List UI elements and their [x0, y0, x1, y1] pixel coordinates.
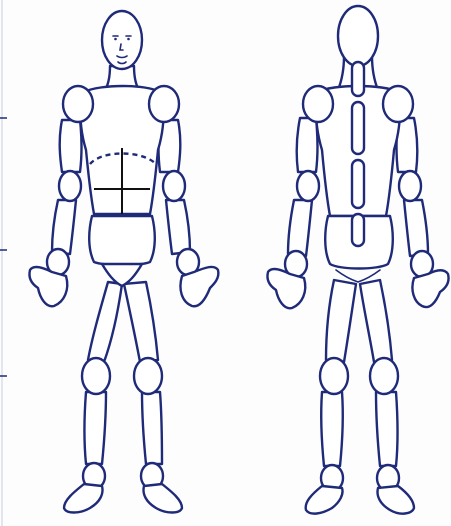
back-left-foot — [306, 486, 343, 514]
back-right-knee — [370, 358, 398, 394]
front-right-thigh — [124, 282, 158, 362]
back-right-shin — [376, 392, 398, 466]
front-pelvis — [89, 216, 155, 265]
back-right-foot — [378, 486, 415, 514]
back-head — [338, 6, 378, 66]
back-right-elbow — [399, 171, 421, 201]
front-left-upper-arm — [60, 120, 82, 172]
front-right-knee — [134, 358, 162, 394]
page-edge-marks — [0, 0, 7, 526]
front-right-forearm — [166, 200, 190, 254]
back-left-shin — [321, 392, 343, 466]
back-left-forearm — [288, 200, 312, 256]
back-left-shoulder — [303, 86, 333, 122]
back-view-figure — [267, 6, 448, 514]
front-left-forearm — [52, 200, 76, 254]
back-right-shoulder — [383, 86, 413, 122]
front-head — [102, 11, 142, 69]
front-left-knee — [82, 358, 110, 394]
front-left-elbow — [59, 171, 81, 201]
front-left-shin — [85, 392, 107, 464]
back-right-forearm — [404, 200, 428, 256]
front-left-shoulder — [63, 86, 93, 122]
front-view-figure — [29, 11, 218, 513]
back-right-hand — [412, 270, 448, 307]
front-left-foot — [64, 484, 103, 513]
back-left-knee — [320, 358, 348, 394]
front-right-elbow — [163, 171, 185, 201]
front-right-shin — [142, 392, 162, 464]
back-left-elbow — [297, 171, 319, 201]
front-left-thigh — [88, 282, 122, 362]
front-right-shoulder — [149, 86, 179, 122]
front-right-foot — [144, 484, 183, 513]
back-left-upper-arm — [297, 118, 318, 172]
back-right-thigh — [360, 280, 392, 362]
back-left-thigh — [326, 280, 356, 362]
